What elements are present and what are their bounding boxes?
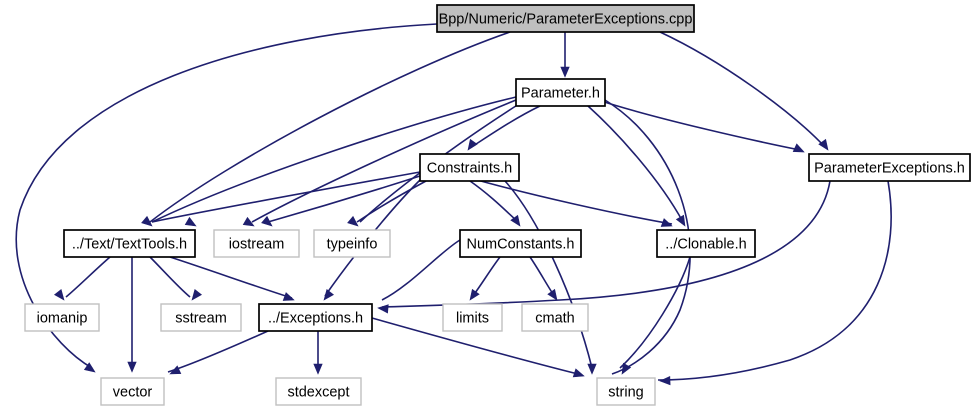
edge-parameter-to-iostream <box>251 99 517 223</box>
arrowhead-to-constraints <box>467 138 478 151</box>
arrowhead-to-iostream <box>261 215 273 227</box>
edge-constraints-to-string <box>504 180 593 369</box>
arrowhead-to-iomanip <box>53 289 65 301</box>
edge-parameter-to-texttools <box>151 96 517 223</box>
edge-parameter-to-paramexc <box>597 99 801 151</box>
node-box-constraints[interactable] <box>419 153 520 182</box>
edge-paramexc-to-string <box>657 180 892 381</box>
node-paramexc[interactable]: ParameterExceptions.h <box>808 153 971 182</box>
edge-clonable-to-string <box>619 256 691 369</box>
arrowhead-to-sstream <box>191 289 203 301</box>
node-box-clonable[interactable] <box>656 229 756 258</box>
arrowhead-to-iostream <box>242 216 255 227</box>
edge-parameter-to-clonable <box>587 105 684 223</box>
edges-layer <box>15 23 892 381</box>
arrowhead-to-string <box>572 368 585 378</box>
node-string[interactable]: string <box>596 377 656 406</box>
edge-texttools-to-exceptions <box>169 256 293 299</box>
node-numconst[interactable]: NumConstants.h <box>459 229 582 258</box>
edge-texttools-to-iomanip <box>65 256 111 298</box>
edge-texttools-to-sstream <box>149 256 191 298</box>
edge-constraints-to-typeinfo <box>356 180 427 223</box>
edge-constraints-to-texttools <box>151 171 421 223</box>
node-box-iostream[interactable] <box>213 229 300 258</box>
arrowhead-to-parameter <box>560 66 570 78</box>
arrowhead-to-string <box>621 362 632 375</box>
node-constraints[interactable]: Constraints.h <box>419 153 520 182</box>
node-box-vector[interactable] <box>100 377 165 406</box>
node-box-parameter[interactable] <box>515 78 606 107</box>
arrowhead-to-string <box>587 363 597 375</box>
node-limits[interactable]: limits <box>442 303 503 332</box>
node-box-paramexc[interactable] <box>808 153 971 182</box>
node-iostream[interactable]: iostream <box>213 229 300 258</box>
node-root[interactable]: Bpp/Numeric/ParameterExceptions.cpp <box>436 4 695 33</box>
arrowhead-to-exceptions <box>282 292 295 301</box>
node-typeinfo[interactable]: typeinfo <box>313 229 391 258</box>
edge-parameter-to-string <box>604 99 691 375</box>
node-clonable[interactable]: ../Clonable.h <box>656 229 756 258</box>
node-box-texttools[interactable] <box>63 229 196 258</box>
node-exceptions[interactable]: ../Exceptions.h <box>258 303 373 332</box>
arrowhead-to-stdexcept <box>313 363 323 375</box>
nodes-layer: Bpp/Numeric/ParameterExceptions.cppParam… <box>24 4 971 406</box>
node-box-stdexcept[interactable] <box>275 377 362 406</box>
node-iomanip[interactable]: iomanip <box>24 303 100 332</box>
arrowhead-to-numconst <box>510 214 521 227</box>
node-box-exceptions[interactable] <box>258 303 373 332</box>
node-box-root[interactable] <box>436 4 695 33</box>
arrowhead-to-string <box>659 375 671 386</box>
arrowhead-to-clonable <box>660 218 673 227</box>
node-texttools[interactable]: ../Text/TextTools.h <box>63 229 196 258</box>
edge-numconst-to-cmath <box>529 256 556 298</box>
node-cmath[interactable]: cmath <box>521 303 589 332</box>
arrowhead-to-typeinfo <box>347 215 359 227</box>
arrowhead-to-limits <box>469 288 480 301</box>
node-box-sstream[interactable] <box>160 303 242 332</box>
arrowhead-to-exceptions <box>377 304 389 314</box>
arrowhead-to-cmath <box>547 288 558 301</box>
edge-constraints-to-clonable <box>469 177 673 225</box>
node-sstream[interactable]: sstream <box>160 303 242 332</box>
arrowhead-to-vector <box>169 365 182 375</box>
node-vector[interactable]: vector <box>100 377 165 406</box>
node-stdexcept[interactable]: stdexcept <box>275 377 362 406</box>
edge-root-to-paramexc <box>659 31 826 148</box>
edge-constraints-to-iostream <box>267 175 421 223</box>
edge-exceptions-to-vector <box>167 330 269 373</box>
arrowhead-to-texttools <box>141 215 153 227</box>
edge-root-to-texttools <box>149 31 511 223</box>
node-parameter[interactable]: Parameter.h <box>515 78 606 107</box>
arrowhead-to-clonable <box>675 214 686 227</box>
edge-numconst-to-exceptions <box>381 239 461 301</box>
edge-numconst-to-limits <box>471 256 501 298</box>
node-box-cmath[interactable] <box>521 303 589 332</box>
arrowhead-to-vector <box>83 362 96 373</box>
edge-exceptions-to-string <box>371 317 579 375</box>
node-box-numconst[interactable] <box>459 229 582 258</box>
node-box-typeinfo[interactable] <box>313 229 391 258</box>
arrowhead-to-paramexc <box>792 143 805 153</box>
arrowhead-to-paramexc <box>818 138 829 151</box>
edge-paramexc-to-exceptions <box>381 180 831 308</box>
node-box-string[interactable] <box>596 377 656 406</box>
arrowhead-to-texttools <box>184 216 197 227</box>
arrowhead-to-vector <box>127 361 137 373</box>
arrowhead-to-exceptions <box>323 289 335 301</box>
arrowheads-layer <box>53 66 829 386</box>
node-box-limits[interactable] <box>442 303 503 332</box>
node-box-iomanip[interactable] <box>24 303 100 332</box>
